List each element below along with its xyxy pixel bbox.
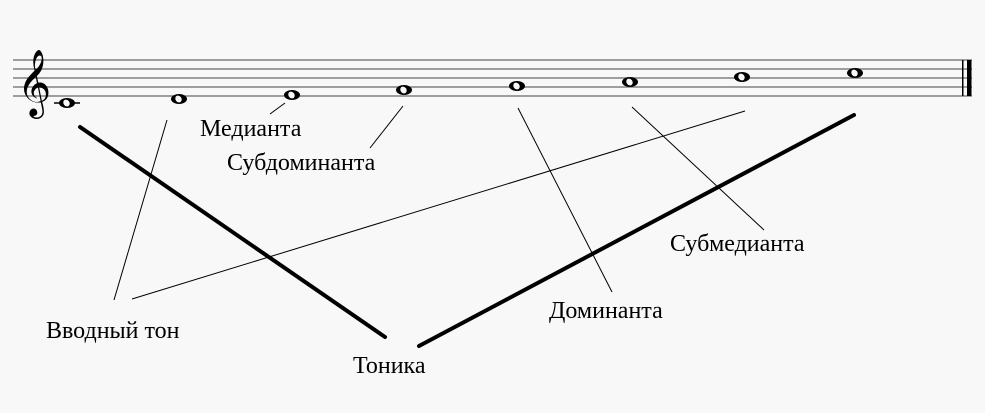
label-submediant: Субмедианта	[670, 231, 805, 257]
staff	[13, 59, 972, 97]
connector-submediant	[631, 106, 765, 231]
whole-note-icon	[284, 90, 300, 100]
label-tonic: Тоника	[353, 353, 426, 379]
label-leading-tone: Вводный тон	[46, 318, 180, 344]
connector-leading-tone	[131, 110, 746, 300]
label-dominant: Доминанта	[549, 298, 663, 324]
label-subdominant: Субдоминанта	[227, 150, 376, 176]
whole-note-icon	[509, 81, 525, 91]
whole-note-icon	[54, 98, 80, 108]
whole-note-icon	[734, 72, 750, 82]
connector-leading-tone	[113, 119, 168, 301]
final-barline	[962, 60, 972, 96]
label-mediant: Медианта	[200, 116, 302, 142]
svg-text:𝄞: 𝄞	[17, 48, 51, 119]
whole-note-icon	[847, 68, 863, 78]
treble-clef-icon: 𝄞	[17, 48, 51, 119]
connector-tonic	[417, 113, 856, 348]
connector-subdominant	[369, 105, 404, 149]
notes	[54, 68, 863, 108]
connector-dominant	[517, 107, 613, 293]
connector-mediant	[269, 102, 286, 115]
whole-note-icon	[171, 94, 187, 104]
whole-note-icon	[396, 85, 412, 95]
connector-lines	[78, 102, 856, 348]
whole-note-icon	[622, 77, 638, 87]
connector-tonic	[78, 125, 387, 339]
